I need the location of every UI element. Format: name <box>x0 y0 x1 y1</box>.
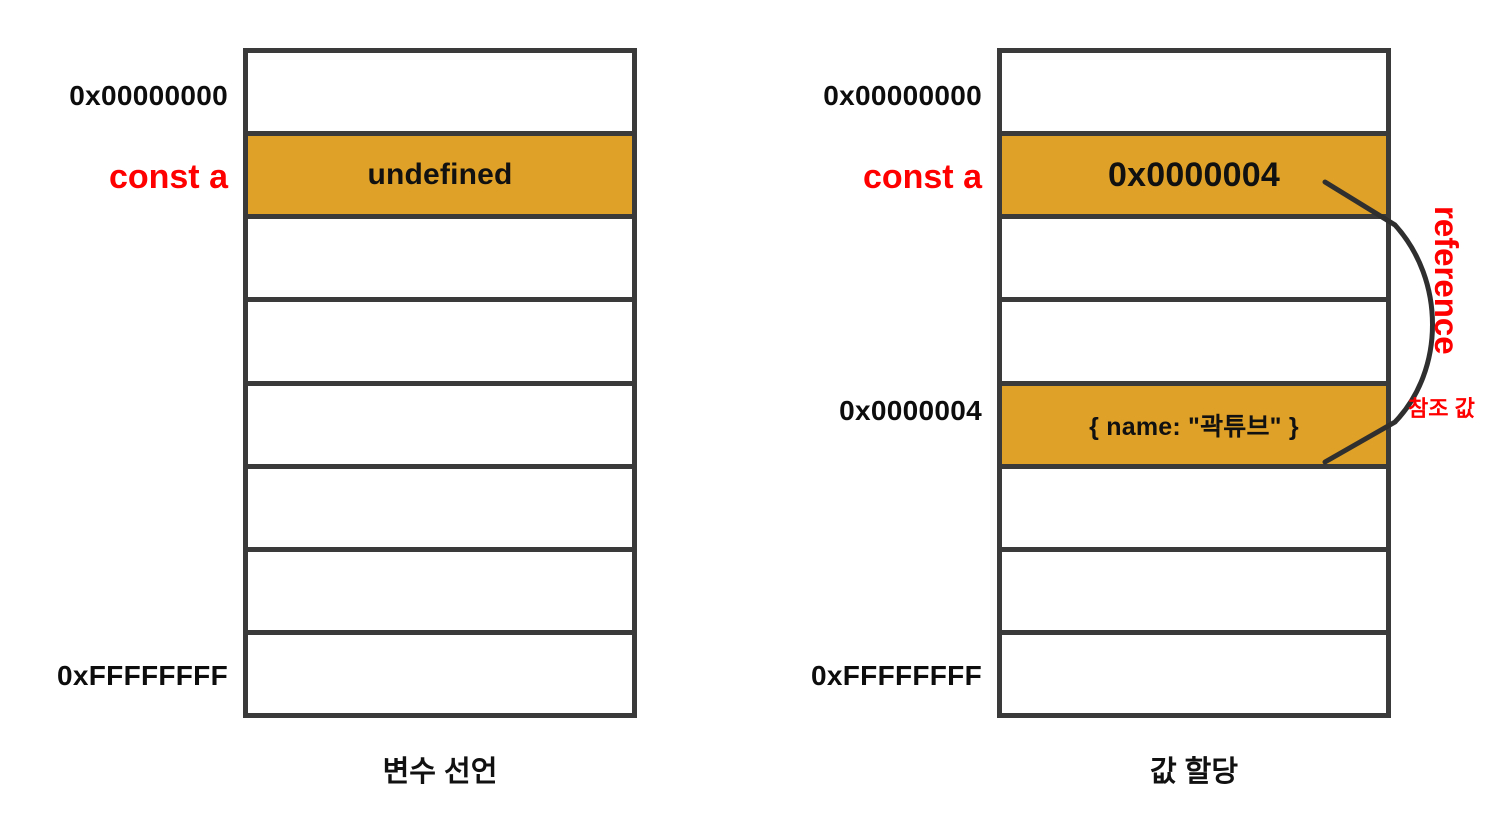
variable-label-const-a: const a <box>862 158 982 196</box>
panel-caption-declaration: 변수 선언 <box>382 756 498 788</box>
panel-caption-assignment: 값 할당 <box>1149 756 1239 788</box>
address-label-end: 0xFFFFFFFF <box>57 660 228 691</box>
address-label-object: 0x0000004 <box>839 395 982 426</box>
reference-label-ko: 참조 값 <box>1408 396 1475 421</box>
address-label-end: 0xFFFFFFFF <box>811 660 982 691</box>
memory-row <box>248 552 632 635</box>
address-label-start: 0x00000000 <box>69 80 228 111</box>
memory-row <box>1002 552 1386 635</box>
memory-row <box>248 635 632 713</box>
reference-label-en: reference <box>1428 206 1465 355</box>
variable-label-const-a: const a <box>108 158 228 196</box>
memory-row <box>1002 469 1386 552</box>
memory-row <box>248 386 632 469</box>
memory-row <box>248 53 632 137</box>
memory-row: 0x0000004 <box>1002 136 1386 220</box>
memory-table-declaration: undefined <box>243 48 637 718</box>
memory-row <box>1002 302 1386 386</box>
memory-row <box>1002 219 1386 303</box>
memory-row: undefined <box>248 136 632 220</box>
memory-row: { name: "곽튜브" } <box>1002 385 1386 469</box>
memory-row <box>248 219 632 303</box>
address-label-start: 0x00000000 <box>823 80 982 111</box>
memory-cell-value: 0x0000004 <box>1108 155 1280 194</box>
memory-cell-value: undefined <box>367 158 513 192</box>
memory-row <box>1002 53 1386 137</box>
memory-row <box>248 302 632 386</box>
memory-row <box>248 469 632 552</box>
memory-cell-value: { name: "곽튜브" } <box>1089 412 1299 441</box>
memory-row <box>1002 635 1386 713</box>
memory-table-assignment: 0x0000004 { name: "곽튜브" } <box>997 48 1391 718</box>
